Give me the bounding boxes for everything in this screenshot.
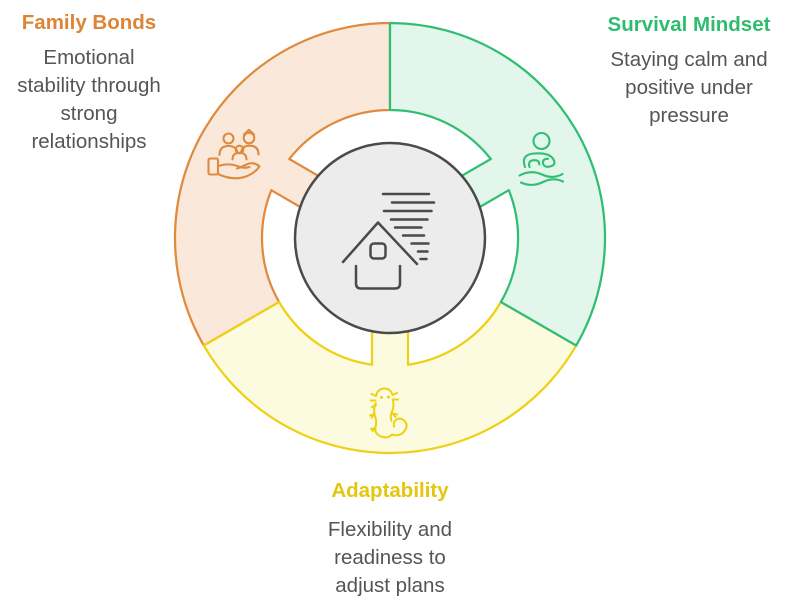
segment-title-family-bonds: Family Bonds	[21, 11, 157, 34]
ring-segment-adaptability	[202, 300, 578, 455]
segment-description-survival-mindset: Staying calm and positive under pressure	[610, 48, 768, 127]
axolotl-eyes	[380, 395, 390, 399]
segment-title-survival-mindset: Survival Mindset	[607, 13, 771, 36]
label-block-survival-mindset: Survival Mindset Staying calm and positi…	[604, 13, 774, 130]
house-storm-icon	[341, 192, 436, 290]
center-circle	[293, 141, 487, 335]
label-block-family-bonds: Family Bonds Emotional stability through…	[14, 11, 164, 156]
segment-description-adaptability: Flexibility and readiness to adjust plan…	[327, 518, 453, 597]
storm-lines	[381, 192, 436, 261]
segment-title-adaptability: Adaptability	[331, 479, 449, 502]
axolotl-icon	[369, 387, 408, 439]
label-block-adaptability: Adaptability Flexibility and readiness t…	[320, 479, 460, 600]
segment-description-family-bonds: Emotional stability through strong relat…	[17, 46, 161, 153]
family-care-icon	[207, 128, 261, 180]
meditation-icon	[518, 131, 565, 186]
ring-segment-survival-mindset	[388, 21, 607, 347]
